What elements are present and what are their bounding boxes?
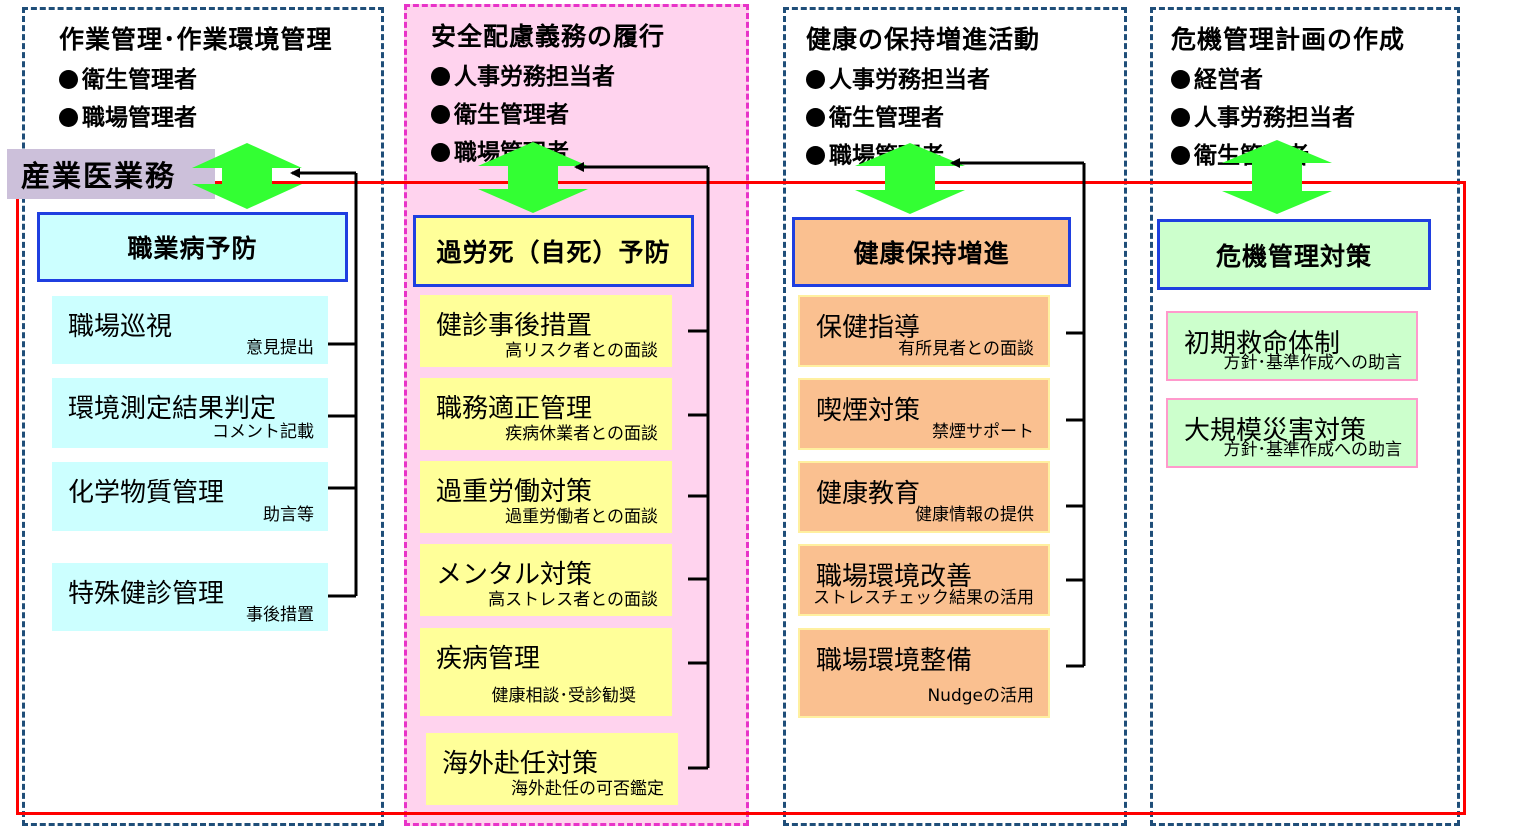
item-note: コメント記載 [212,422,314,442]
item-note: 海外赴任の可否鑑定 [511,779,664,799]
item-title: 化学物質管理 [68,478,225,508]
item-note: 高リスク者との面談 [505,341,658,361]
item-title: 健診事後措置 [436,311,593,341]
role-item: 人事労務担当者 [1171,98,1457,132]
item-title: 疾病管理 [436,644,541,674]
bullet-icon [806,108,825,127]
item-title: 環境測定結果判定 [68,394,277,424]
category-occupational-disease: 職業病予防 [37,212,348,282]
item-note: 有所見者との面談 [898,339,1034,359]
double-arrow-icon [192,143,302,209]
column-title: 安全配慮義務の履行 [431,22,666,51]
item-title: 喫煙対策 [816,396,921,426]
occupational-physician-frame [16,181,1466,815]
item-title: 海外赴任対策 [442,749,599,779]
list-item: 化学物質管理 助言等 [52,462,328,531]
double-arrow-icon [855,143,965,214]
role-item: 衛生管理者 [431,95,746,129]
list-item: 健康教育 健康情報の提供 [798,461,1050,533]
item-title: 職務適正管理 [436,394,593,424]
role-item: 経営者 [1171,60,1457,94]
list-item: 大規模災害対策 方針･基準作成への助言 [1166,398,1418,468]
item-note: 事後措置 [246,605,314,625]
item-title: 職場環境整備 [816,646,973,676]
column-health-promotion: 健康の保持増進活動 人事労務担当者 衛生管理者 職場管理者 [783,7,1127,826]
list-item: 特殊健診管理 事後措置 [52,563,328,631]
column-title: 健康の保持増進活動 [806,25,1041,54]
column-title: 作業管理･作業環境管理 [59,25,333,54]
list-item: 過重労働対策 過重労働者との面談 [420,461,672,533]
item-note: 意見提出 [246,338,314,358]
category-karoshi: 過労死（自死）予防 [413,215,694,287]
item-note: 過重労働者との面談 [505,507,658,527]
item-note: 疾病休業者との面談 [505,424,658,444]
item-title: 職場環境改善 [816,562,973,592]
item-note: ストレスチェック結果の活用 [813,588,1034,608]
role-item: 人事労務担当者 [806,60,1124,94]
bullet-icon [806,70,825,89]
bullet-icon [806,146,825,165]
bullet-icon [1171,70,1190,89]
bracket-connector [574,162,710,770]
bullet-icon [59,108,78,127]
item-title: 特殊健診管理 [68,579,225,609]
role-item: 衛生管理者 [806,98,1124,132]
item-note: 健康情報の提供 [915,505,1034,525]
role-item: 人事労務担当者 [431,57,746,91]
list-item: 保健指導 有所見者との面談 [798,295,1050,367]
role-item: 職場管理者 [59,98,381,132]
item-title: 初期救命体制 [1184,329,1341,359]
list-item: 海外赴任対策 海外赴任の可否鑑定 [426,733,678,805]
item-note: 禁煙サポート [932,422,1034,442]
list-item: 初期救命体制 方針･基準作成への助言 [1166,311,1418,381]
item-note: 方針･基準作成への助言 [1223,440,1403,460]
bullet-icon [431,105,450,124]
list-item: 職場環境改善 ストレスチェック結果の活用 [798,544,1050,616]
item-note: Nudgeの活用 [927,686,1034,706]
bullet-icon [59,70,78,89]
item-note: 助言等 [263,505,314,525]
item-title: 過重労働対策 [436,477,593,507]
item-title: メンタル対策 [436,560,593,590]
item-title: 大規模災害対策 [1184,416,1367,446]
list-item: 職場巡視 意見提出 [52,296,328,364]
bracket-connector [290,168,358,598]
list-item: 職場環境整備 Nudgeの活用 [798,628,1050,718]
list-item: 職務適正管理 疾病休業者との面談 [420,378,672,450]
double-arrow-icon [478,142,588,213]
item-title: 健康教育 [816,479,921,509]
category-health-maintenance: 健康保持増進 [792,217,1071,287]
item-title: 保健指導 [816,313,921,343]
list-item: 環境測定結果判定 コメント記載 [52,378,328,448]
item-note: 方針･基準作成への助言 [1223,353,1403,373]
list-item: メンタル対策 高ストレス者との面談 [420,544,672,616]
double-arrow-icon [1222,140,1332,214]
item-title: 職場巡視 [68,312,173,342]
bracket-connector [950,158,1086,668]
role-item: 衛生管理者 [59,60,381,94]
item-note: 健康相談･受診勧奨 [491,686,637,706]
list-item: 疾病管理 健康相談･受診勧奨 [420,628,672,716]
bullet-icon [1171,108,1190,127]
column-work-management: 作業管理･作業環境管理 衛生管理者 職場管理者 [22,7,384,826]
list-item: 喫煙対策 禁煙サポート [798,378,1050,450]
bullet-icon [431,67,450,86]
bullet-icon [1171,146,1190,165]
occupational-physician-label: 産業医業務 [7,149,215,199]
bullet-icon [431,143,450,162]
list-item: 健診事後措置 高リスク者との面談 [420,295,672,367]
category-crisis-management: 危機管理対策 [1157,219,1431,290]
item-note: 高ストレス者との面談 [488,590,658,610]
column-title: 危機管理計画の作成 [1171,25,1406,54]
